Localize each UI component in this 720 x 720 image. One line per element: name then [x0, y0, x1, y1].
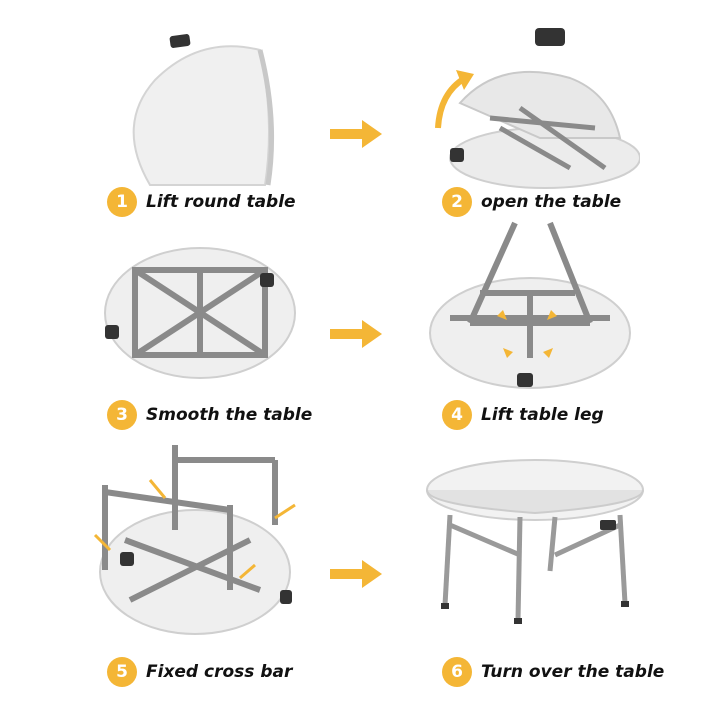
step-6-label: Turn over the table [481, 662, 664, 682]
step-6-badge: 6 [442, 657, 472, 687]
step-2-badge: 2 [442, 187, 472, 217]
arrow-right-icon [328, 118, 384, 150]
step-2-caption: 2 open the table [442, 187, 621, 217]
step-5-caption: 5 Fixed cross bar [107, 657, 292, 687]
step-3-label: Smooth the table [146, 405, 312, 425]
step-3-badge: 3 [107, 400, 137, 430]
step-3-illustration [100, 245, 300, 385]
step-4-badge: 4 [442, 400, 472, 430]
step-1-badge: 1 [107, 187, 137, 217]
arrow-right-icon [328, 558, 384, 590]
arrow-right-icon [328, 318, 384, 350]
step-5-illustration [90, 440, 305, 640]
step-3-caption: 3 Smooth the table [107, 400, 312, 430]
step-6-caption: 6 Turn over the table [442, 657, 664, 687]
step-2-illustration [420, 28, 640, 193]
step-1-label: Lift round table [146, 192, 296, 212]
step-1-illustration [100, 30, 300, 190]
step-4-label: Lift table leg [481, 405, 604, 425]
step-4-caption: 4 Lift table leg [442, 400, 604, 430]
step-1-caption: 1 Lift round table [107, 187, 296, 217]
step-5-label: Fixed cross bar [146, 662, 292, 682]
step-2-label: open the table [481, 192, 621, 212]
step-6-illustration [420, 455, 650, 625]
step-4-illustration [425, 218, 635, 393]
step-5-badge: 5 [107, 657, 137, 687]
